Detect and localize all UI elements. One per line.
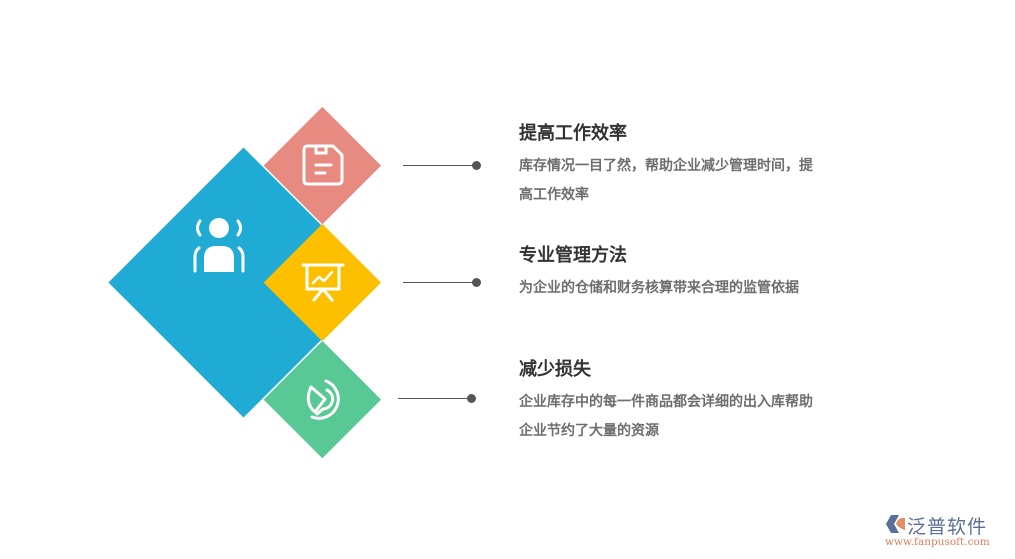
floppy-disk-icon bbox=[302, 144, 344, 186]
connector-dot-1 bbox=[472, 161, 481, 170]
pie-chart-icon bbox=[306, 379, 340, 420]
item-desc-line: 企业库存中的每一件商品都会详细的出入库帮助 bbox=[519, 394, 813, 410]
connector-line-3 bbox=[398, 397, 468, 399]
connector-dot-2 bbox=[472, 278, 481, 287]
item-block-management: 专业管理方法 为企业的仓储和财务核算带来合理的监管依据 bbox=[519, 244, 864, 303]
presentation-chart-icon bbox=[301, 263, 345, 302]
item-desc-line: 企业节约了大量的资源 bbox=[519, 423, 659, 439]
item-title: 提高工作效率 bbox=[519, 123, 627, 144]
item-desc-line: 库存情况一目了然，帮助企业减少管理时间，提 bbox=[519, 158, 813, 174]
connector-line-2 bbox=[403, 281, 473, 283]
item-title: 减少损失 bbox=[519, 359, 591, 380]
item-desc-line: 为企业的仓储和财务核算带来合理的监管依据 bbox=[519, 280, 799, 296]
item-block-efficiency: 提高工作效率 库存情况一目了然，帮助企业减少管理时间，提 高工作效率 bbox=[519, 122, 864, 210]
connector-dot-3 bbox=[467, 394, 476, 403]
item-desc-line: 高工作效率 bbox=[519, 187, 589, 203]
item-title: 专业管理方法 bbox=[519, 245, 627, 266]
logo-name: 泛普软件 bbox=[907, 516, 988, 538]
person-broadcast-icon bbox=[193, 218, 245, 273]
logo-url: www.fanpusoft.com bbox=[885, 536, 990, 548]
connector-line-1 bbox=[403, 164, 473, 166]
fanpu-logo-icon bbox=[886, 515, 905, 533]
brand-logo: 泛普软件 www.fanpusoft.com bbox=[885, 512, 1010, 552]
item-block-loss: 减少损失 企业库存中的每一件商品都会详细的出入库帮助 企业节约了大量的资源 bbox=[519, 358, 864, 446]
